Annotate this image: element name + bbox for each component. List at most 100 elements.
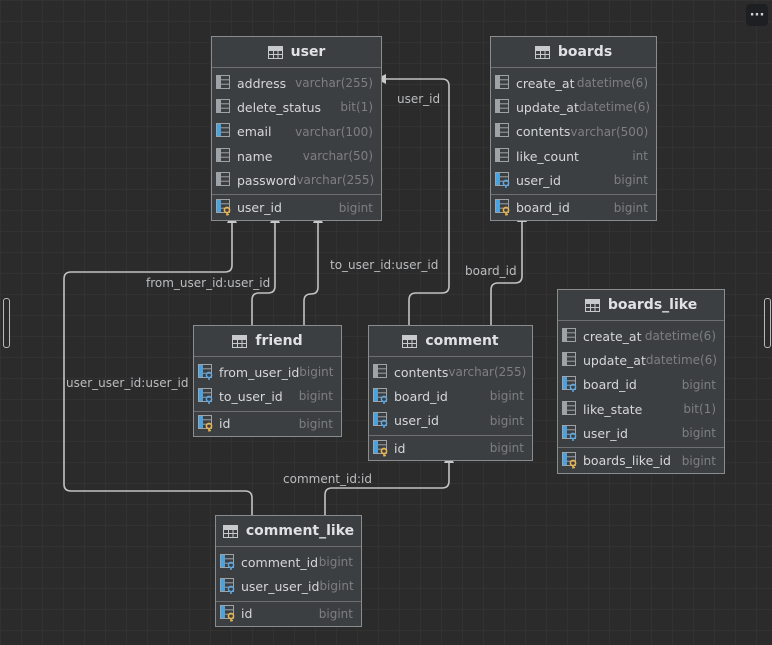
column-type: datetime(6) <box>578 100 651 115</box>
more-options-button[interactable]: ··· <box>746 4 768 26</box>
table-title: boards <box>557 44 613 60</box>
column-type: bit(1) <box>683 402 716 417</box>
table-header[interactable]: comment <box>369 326 532 357</box>
column-type: bigint <box>489 413 524 428</box>
table-header[interactable]: comment_like <box>216 516 361 547</box>
primary-key-icon <box>373 439 390 457</box>
column-type: bigint <box>681 453 716 468</box>
column-name: contents <box>394 364 449 380</box>
column-name: id <box>241 606 253 622</box>
column-type: bigint <box>319 579 354 594</box>
column-name: address <box>237 75 287 91</box>
column-icon <box>495 98 512 116</box>
column-name: user_id <box>516 172 561 188</box>
column-type: bigint <box>681 377 716 392</box>
column-row[interactable]: address varchar(255) <box>212 71 381 95</box>
column-row[interactable]: user_id bigint <box>491 168 656 192</box>
column-type: bigint <box>489 389 524 404</box>
foreign-key-icon <box>562 376 579 393</box>
column-name: board_id <box>516 200 570 216</box>
column-type: bigint <box>298 389 333 404</box>
column-name: boards_like_id <box>583 453 671 469</box>
column-icon <box>562 351 579 369</box>
column-row[interactable]: user_id bigint <box>558 421 724 445</box>
column-type: bit(1) <box>340 100 373 115</box>
column-icon <box>495 74 512 92</box>
column-type: bigint <box>681 426 716 441</box>
relation-label-comment-id: comment_id:id <box>283 472 372 486</box>
column-type: varchar(100) <box>295 124 373 139</box>
column-icon <box>216 171 233 189</box>
relation-label-to-user-id: to_user_id:user_id <box>330 258 439 272</box>
column-icon <box>216 74 233 92</box>
table-header[interactable]: boards_like <box>558 290 724 321</box>
right-resize-handle[interactable] <box>764 298 771 348</box>
relation-comment-boards <box>490 212 527 325</box>
column-row[interactable]: to_user_id bigint <box>194 384 341 408</box>
column-type: varchar(255) <box>296 173 375 188</box>
column-name: password <box>237 172 297 188</box>
foreign-key-icon <box>220 553 237 571</box>
table-icon <box>402 334 418 348</box>
column-icon <box>216 98 233 116</box>
column-type: bigint <box>613 173 648 188</box>
column-name: email <box>237 124 272 140</box>
column-type: varchar(255) <box>295 76 373 91</box>
column-name: user_id <box>583 425 628 441</box>
table-header[interactable]: boards <box>491 37 656 68</box>
column-type: bigint <box>489 441 524 456</box>
column-name: like_state <box>583 401 643 417</box>
table-header[interactable]: friend <box>194 326 341 357</box>
table-header[interactable]: user <box>212 37 381 68</box>
table-title: boards_like <box>607 297 698 313</box>
column-name: update_at <box>516 99 579 115</box>
column-name: from_user_id <box>219 364 300 380</box>
column-type: bigint <box>298 416 333 431</box>
primary-key-icon <box>220 605 237 622</box>
column-name: user_user_id <box>241 578 320 594</box>
relation-label-from-user-id: from_user_id:user_id <box>146 276 271 290</box>
table-icon <box>584 298 600 312</box>
column-type: datetime(6) <box>645 353 718 368</box>
column-name: to_user_id <box>219 388 283 404</box>
column-type: bigint <box>299 365 334 380</box>
column-row[interactable]: boards_like_id bigint <box>558 447 724 472</box>
column-name: board_id <box>394 388 448 404</box>
foreign-key-icon <box>220 577 237 595</box>
column-row[interactable]: like_state bit(1) <box>558 397 724 421</box>
column-icon <box>495 123 512 140</box>
left-resize-handle[interactable] <box>3 298 10 348</box>
relation-comment-like-comment <box>324 453 454 515</box>
column-row[interactable]: board_id bigint <box>369 384 532 408</box>
table-title: comment <box>425 333 499 349</box>
column-icon <box>562 400 579 418</box>
column-row[interactable]: email varchar(100) <box>212 120 381 144</box>
